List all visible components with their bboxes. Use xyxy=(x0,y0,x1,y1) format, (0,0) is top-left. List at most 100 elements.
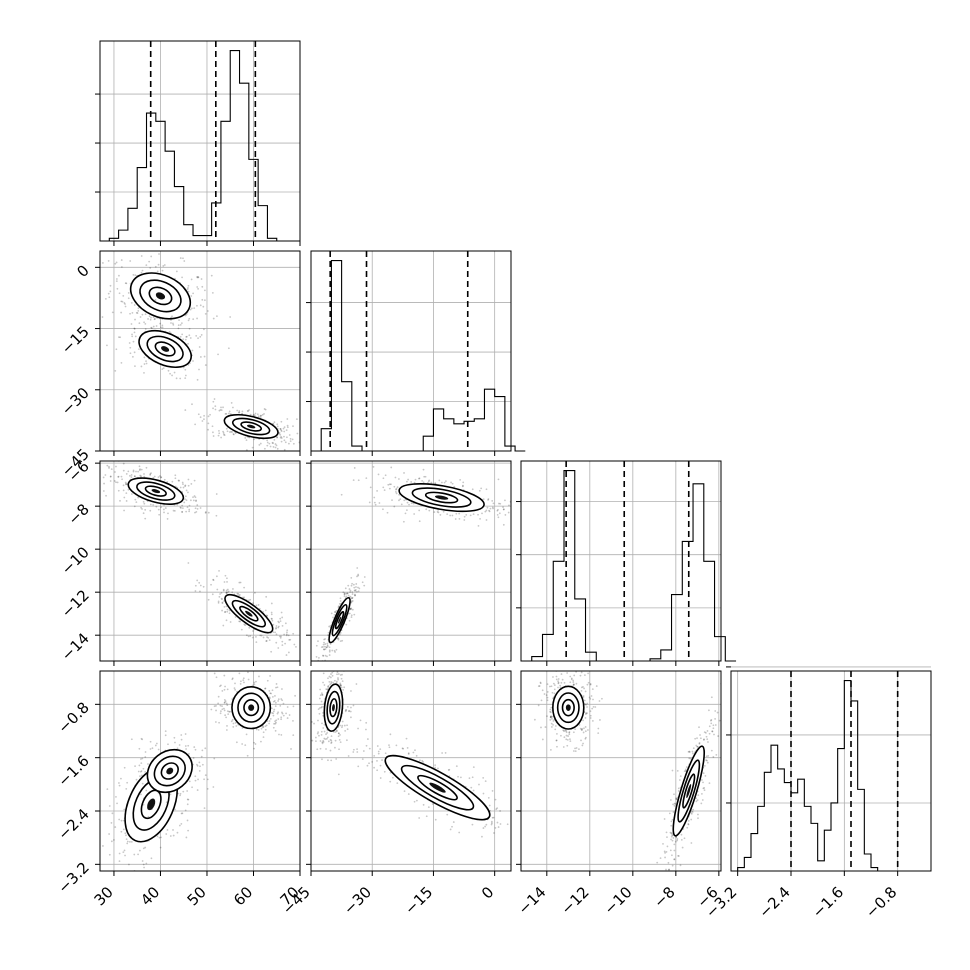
sample-point xyxy=(572,683,575,686)
sample-point xyxy=(266,636,268,638)
sample-point xyxy=(333,613,336,616)
sample-point xyxy=(355,583,358,585)
sample-point xyxy=(120,777,122,780)
sample-point xyxy=(339,597,342,600)
sample-point xyxy=(185,836,188,839)
sample-point xyxy=(667,861,670,864)
sample-point xyxy=(152,504,155,506)
sample-point xyxy=(161,368,164,371)
sample-point xyxy=(350,690,352,692)
sample-point xyxy=(478,783,480,786)
sample-point xyxy=(311,739,314,742)
sample-point xyxy=(184,409,187,411)
sample-point xyxy=(353,613,356,616)
sample-point xyxy=(288,442,290,445)
sample-point xyxy=(551,715,554,718)
sample-point xyxy=(224,610,227,613)
sample-point xyxy=(665,851,668,853)
sample-point xyxy=(156,835,159,838)
sample-point xyxy=(247,671,249,674)
sample-point xyxy=(354,589,357,591)
sample-point xyxy=(141,860,144,862)
sample-point xyxy=(219,704,222,707)
histogram-panel-0 xyxy=(95,40,301,242)
sample-point xyxy=(386,511,389,514)
sample-point xyxy=(119,336,122,339)
sample-point xyxy=(184,484,187,487)
sample-point xyxy=(325,737,328,740)
sample-point xyxy=(718,719,721,722)
sample-point xyxy=(252,413,255,416)
sample-point xyxy=(319,694,322,697)
sample-point xyxy=(584,717,587,719)
sample-point xyxy=(582,685,584,688)
sample-point xyxy=(181,510,184,513)
contour-level-0 xyxy=(223,413,279,440)
sample-point xyxy=(338,748,340,751)
sample-point xyxy=(174,474,177,477)
sample-point xyxy=(120,882,122,884)
sample-point xyxy=(322,654,325,657)
sample-point xyxy=(147,815,150,818)
sample-point xyxy=(158,513,161,516)
histogram-panel-3 xyxy=(726,666,932,872)
sample-point xyxy=(277,698,280,701)
sample-point xyxy=(115,278,118,280)
sample-point xyxy=(537,704,540,707)
sample-point xyxy=(228,612,231,615)
sample-point xyxy=(555,675,558,678)
sample-point xyxy=(196,508,199,510)
sample-point xyxy=(522,820,524,822)
sample-point xyxy=(699,737,702,740)
sample-point xyxy=(140,770,143,772)
sample-point xyxy=(127,470,130,473)
sample-point xyxy=(357,590,360,593)
contour-level-2 xyxy=(148,286,173,306)
sample-point xyxy=(232,433,235,435)
sample-point xyxy=(315,644,318,647)
sample-point xyxy=(262,668,264,670)
sample-point xyxy=(194,590,197,592)
sample-point xyxy=(288,639,291,641)
sample-point xyxy=(452,821,455,823)
sample-point xyxy=(350,597,353,600)
sample-point xyxy=(337,677,339,679)
sample-point xyxy=(542,535,544,537)
sample-point xyxy=(419,759,421,762)
sample-point xyxy=(220,409,223,412)
sample-point xyxy=(276,686,279,689)
sample-point xyxy=(356,590,358,593)
sample-point xyxy=(357,573,360,576)
sample-point xyxy=(395,488,397,491)
sample-point xyxy=(132,340,135,343)
sample-point xyxy=(418,477,421,480)
sample-point xyxy=(384,474,387,477)
sample-point xyxy=(226,581,228,583)
sample-point xyxy=(144,328,147,330)
sample-point xyxy=(546,691,549,693)
sample-point xyxy=(108,467,110,469)
sample-point xyxy=(110,468,113,470)
panel-frame xyxy=(99,250,301,452)
sample-point xyxy=(122,469,125,472)
sample-point xyxy=(243,586,246,589)
sample-point xyxy=(181,276,183,279)
sample-point xyxy=(165,801,168,804)
sample-point xyxy=(414,478,417,481)
sample-point xyxy=(115,481,117,484)
sample-point xyxy=(162,508,165,511)
sample-point xyxy=(572,684,575,687)
histogram-panel-1 xyxy=(306,250,526,452)
sample-point xyxy=(681,846,684,849)
sample-point xyxy=(343,593,346,596)
sample-point xyxy=(540,699,543,702)
sample-point xyxy=(222,588,225,591)
sample-point xyxy=(691,811,694,813)
sample-point xyxy=(549,748,552,751)
sample-point xyxy=(591,688,594,690)
sample-point xyxy=(584,730,587,733)
sample-point xyxy=(212,579,215,582)
sample-point xyxy=(325,646,328,649)
sample-point xyxy=(178,319,180,322)
sample-point xyxy=(508,504,510,507)
